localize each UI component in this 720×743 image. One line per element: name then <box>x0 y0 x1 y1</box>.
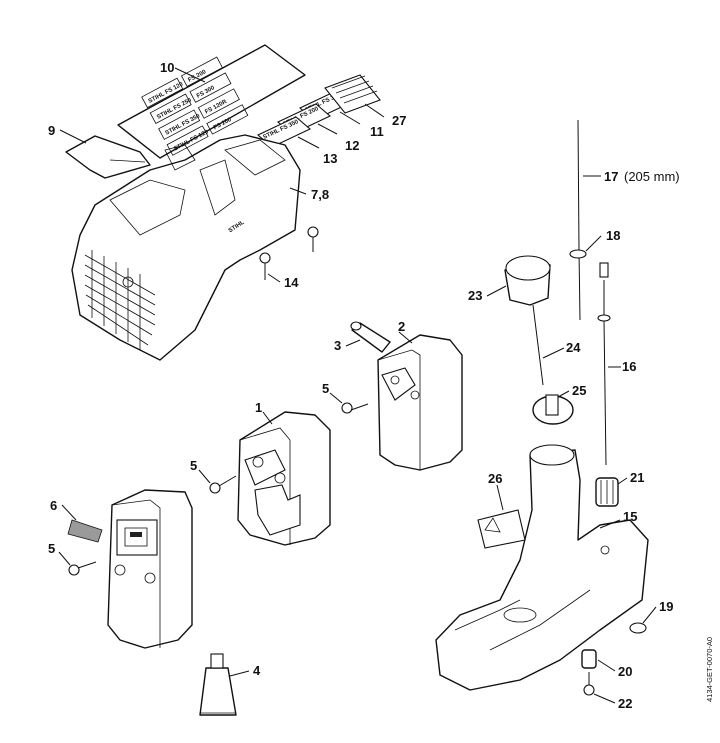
label-1: 1 <box>255 400 262 415</box>
plate-27 <box>324 74 381 114</box>
screw-shroud <box>307 226 319 252</box>
screw-14 <box>259 252 271 280</box>
spark-screen-6 <box>67 519 103 543</box>
screw-22 <box>583 672 595 696</box>
label-19: 19 <box>659 599 673 614</box>
muffler-housing-2 <box>377 334 463 471</box>
label-9: 9 <box>48 123 55 138</box>
leader-lines <box>58 67 657 704</box>
part-number-labels: 10 9 27 11 12 13 7,8 14 17 (205 mm) 18 2… <box>48 60 680 711</box>
label-2: 2 <box>398 319 405 334</box>
label-15: 15 <box>623 509 637 524</box>
label-26: 26 <box>488 471 502 486</box>
warning-label-26 <box>477 509 526 549</box>
document-code: 4134-GET-0070-A0 <box>705 637 714 702</box>
strainer-25 <box>532 394 574 425</box>
label-10: 10 <box>160 60 174 75</box>
label-12: 12 <box>345 138 359 153</box>
cover-cap-9 <box>65 135 151 179</box>
label-5-middle: 5 <box>190 458 197 473</box>
label-3: 3 <box>334 338 341 353</box>
label-14: 14 <box>284 275 299 290</box>
engine-shroud-7-8: STIHL <box>71 134 301 361</box>
suction-hose-17 <box>569 119 587 321</box>
label-24: 24 <box>566 340 581 355</box>
label-4: 4 <box>253 663 261 678</box>
screw-5-middle <box>209 475 237 494</box>
plug-3 <box>350 321 391 353</box>
label-21: 21 <box>630 470 644 485</box>
label-25: 25 <box>572 383 586 398</box>
label-22: 22 <box>618 696 632 711</box>
fuel-tank-15 <box>435 444 649 691</box>
fuel-cap-23 <box>504 255 551 306</box>
retainer-24 <box>532 304 544 386</box>
label-11: 11 <box>370 124 384 139</box>
fuel-hose-16 <box>597 262 611 466</box>
muffler-part-1 <box>237 411 331 546</box>
screw-5-lower <box>68 561 97 576</box>
label-20: 20 <box>618 664 632 679</box>
label-13: 13 <box>323 151 337 166</box>
grommet-19 <box>629 622 647 634</box>
label-6: 6 <box>50 498 57 513</box>
fuel-filter-21 <box>595 477 619 507</box>
label-5-upper: 5 <box>322 381 329 396</box>
label-16: 16 <box>622 359 636 374</box>
muffler-lower <box>107 489 193 649</box>
screw-5-upper <box>341 402 369 414</box>
label-7-8: 7,8 <box>311 187 329 202</box>
label-5-lower: 5 <box>48 541 55 556</box>
paste-tube-4 <box>199 653 237 716</box>
buffer-20 <box>581 649 597 669</box>
label-23: 23 <box>468 288 482 303</box>
label-18: 18 <box>606 228 620 243</box>
label-17: 17 <box>604 169 618 184</box>
label-17-length: (205 mm) <box>624 169 680 184</box>
label-27: 27 <box>392 113 406 128</box>
